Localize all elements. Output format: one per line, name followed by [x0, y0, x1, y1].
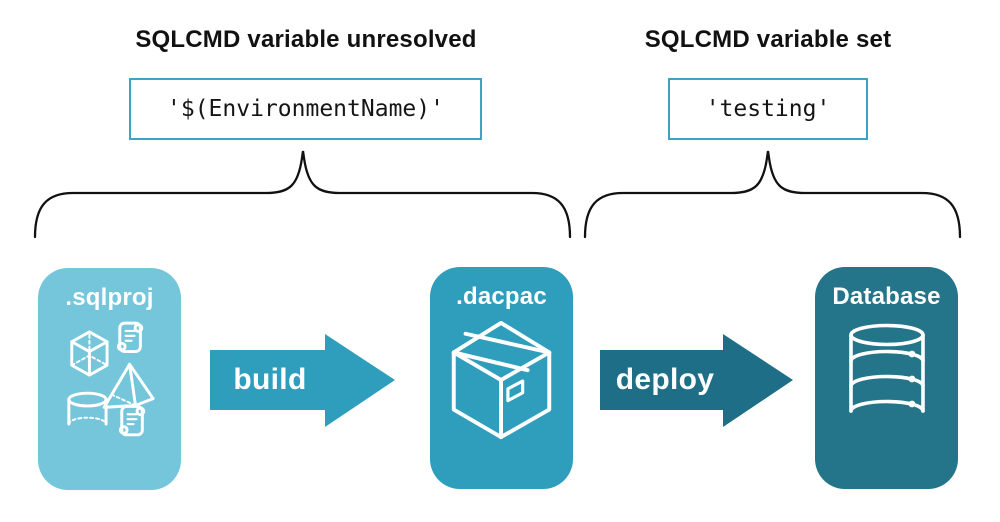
codebox-set: 'testing'	[668, 78, 868, 140]
heading-variable-unresolved: SQLCMD variable unresolved	[135, 26, 477, 53]
sql-objects-icon	[66, 321, 155, 437]
cylinder-icon	[66, 391, 108, 426]
right-brace	[583, 150, 962, 239]
node-database-label: Database	[832, 283, 941, 310]
package-icon	[451, 320, 551, 440]
build-arrow-label: build	[233, 363, 307, 396]
node-database: Database	[815, 267, 958, 489]
script-scroll-icon	[116, 321, 143, 354]
node-dacpac: .dacpac	[430, 267, 573, 489]
script-scroll-icon	[118, 404, 145, 437]
deploy-arrow-label: deploy	[615, 363, 715, 396]
node-sqlproj-label: .sqlproj	[65, 284, 154, 311]
heading-variable-set: SQLCMD variable set	[644, 26, 892, 53]
codebox-unresolved-value: '$(EnvironmentName)'	[167, 96, 444, 122]
codebox-unresolved: '$(EnvironmentName)'	[129, 78, 482, 140]
database-icon	[848, 323, 925, 413]
node-sqlproj: .sqlproj	[38, 268, 181, 490]
codebox-set-value: 'testing'	[705, 96, 831, 122]
cube-icon	[69, 330, 109, 377]
pyramid-icon	[102, 362, 155, 409]
node-dacpac-label: .dacpac	[456, 283, 547, 310]
left-brace	[33, 150, 572, 239]
